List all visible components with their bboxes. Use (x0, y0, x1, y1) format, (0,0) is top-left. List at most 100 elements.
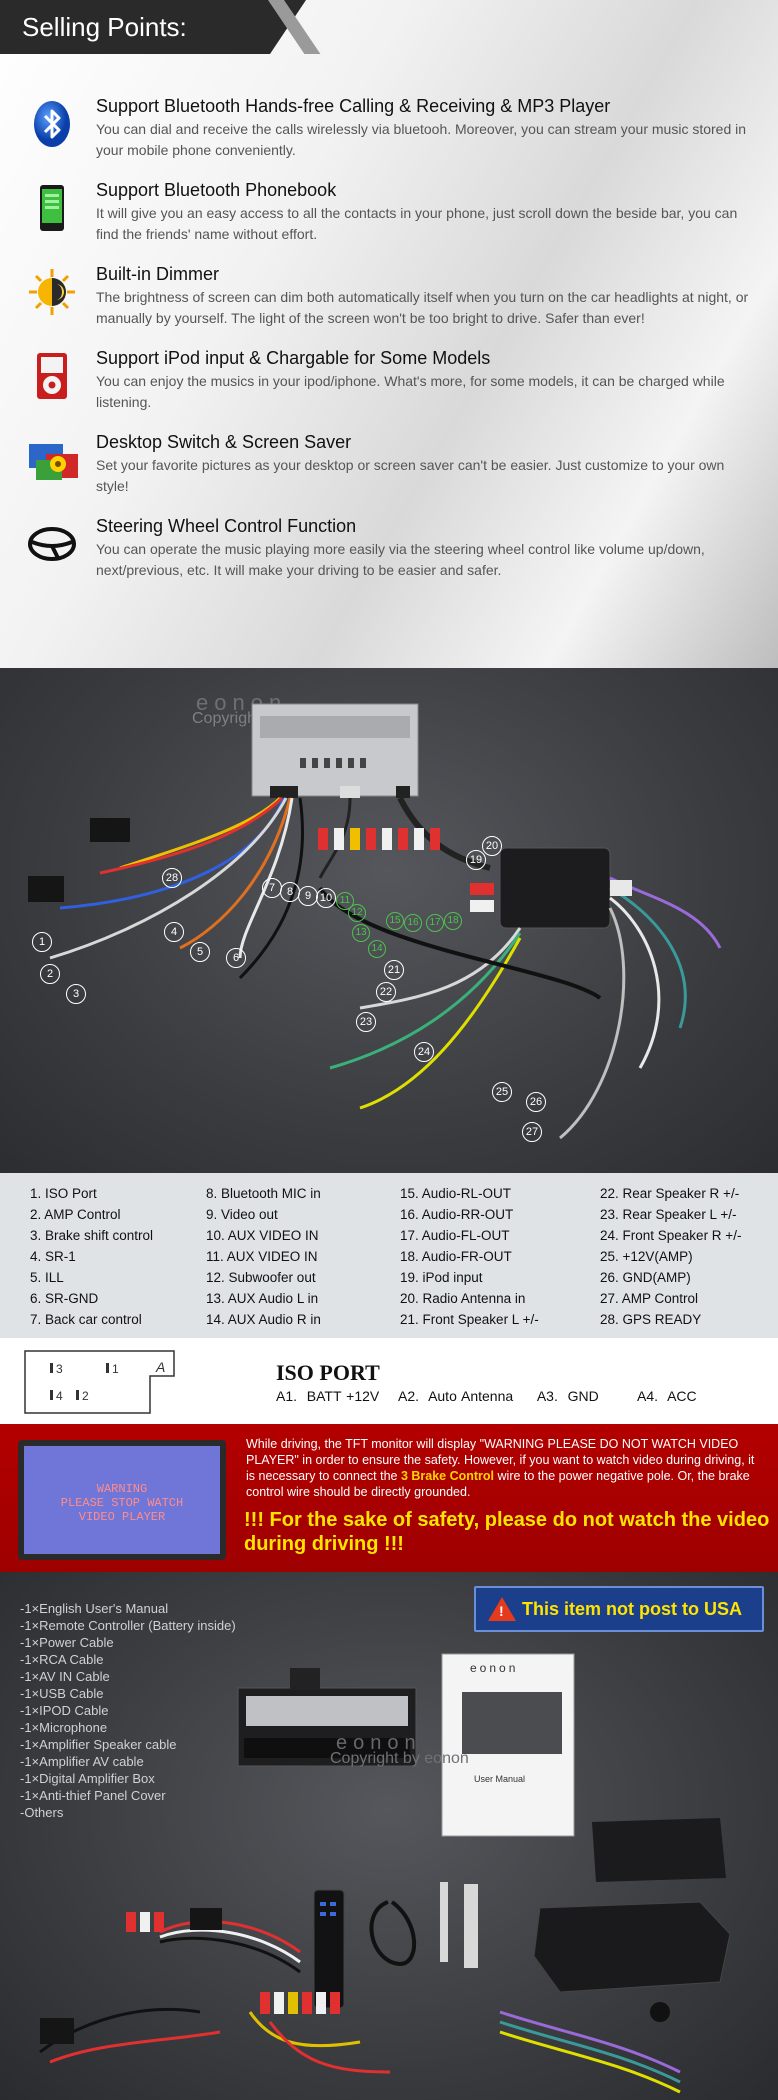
callout-number: 2 (40, 964, 60, 984)
callout-number: 18 (444, 912, 462, 930)
legend-item: 2. AMP Control (30, 1207, 121, 1222)
legend-column-2: 8. Bluetooth MIC in 9. Video out 10. AUX… (206, 1183, 321, 1330)
feature-desc: Set your favorite pictures as your deskt… (96, 457, 725, 494)
callout-number: 15 (386, 912, 404, 930)
feature-title: Support Bluetooth Hands-free Calling & R… (96, 96, 611, 116)
callout-number: 8 (280, 882, 300, 902)
callout-number: 1 (32, 932, 52, 952)
safety-warning: !!! For the sake of safety, please do no… (244, 1509, 770, 1555)
iso-connector-diagram: 3 1 A 4 2 (24, 1350, 175, 1414)
feature-desc: The brightness of screen can dim both au… (96, 289, 749, 326)
feature-item: Desktop Switch & Screen Saver Set your f… (22, 432, 752, 497)
legend-item: 8. Bluetooth MIC in (206, 1186, 321, 1201)
package-list: -1×English User's Manual -1×Remote Contr… (20, 1600, 236, 1821)
shipping-notice-badge: This item not post to USA (474, 1586, 764, 1632)
steering-wheel-icon (28, 527, 76, 561)
feature-item: Support iPod input & Chargable for Some … (22, 348, 752, 413)
callout-number: 23 (356, 1012, 376, 1032)
legend-item: 26. GND(AMP) (600, 1270, 691, 1285)
callout-number: 13 (352, 924, 370, 942)
brand-watermark: eonon (336, 1732, 422, 1754)
iso-port-pins: A1. BATT +12V A2. Auto Antenna A3. GND A… (276, 1388, 697, 1404)
feature-title: Support Bluetooth Phonebook (96, 180, 337, 200)
package-item: -1×Amplifier Speaker cable (20, 1737, 177, 1752)
warning-triangle-icon (488, 1597, 516, 1621)
callout-number: 4 (164, 922, 184, 942)
legend-item: 24. Front Speaker R +/- (600, 1228, 742, 1243)
screen-warning-line: WARNING (96, 1482, 148, 1496)
package-contents-section: -1×English User's Manual -1×Remote Contr… (0, 1572, 778, 2100)
feature-desc: It will give you an easy access to all t… (96, 205, 738, 242)
monitor-screen: WARNING PLEASE STOP WATCH VIDEO PLAYER (24, 1446, 220, 1554)
screen-warning-line: VIDEO PLAYER (78, 1510, 166, 1524)
iso-pin-label: 4 (56, 1389, 63, 1403)
package-item: -1×AV IN Cable (20, 1669, 110, 1684)
package-item: -1×Remote Controller (Battery inside) (20, 1618, 236, 1633)
legend-item: 27. AMP Control (600, 1291, 699, 1306)
legend-column-4: 22. Rear Speaker R +/- 23. Rear Speaker … (600, 1183, 741, 1330)
feature-title: Support iPod input & Chargable for Some … (96, 348, 491, 368)
legend-item: 9. Video out (206, 1207, 278, 1222)
callout-number: 22 (376, 982, 396, 1002)
package-item: -1×Digital Amplifier Box (20, 1771, 155, 1786)
selling-points-section: Selling Points: Support Bluetooth Hands-… (0, 0, 778, 668)
monitor-warning-image: WARNING PLEASE STOP WATCH VIDEO PLAYER (18, 1440, 226, 1560)
legend-item: 11. AUX VIDEO IN (206, 1249, 318, 1264)
callout-number: 7 (262, 878, 282, 898)
package-item: -1×IPOD Cable (20, 1703, 109, 1718)
legend-column-3: 15. Audio-RL-OUT 16. Audio-RR-OUT 17. Au… (400, 1183, 539, 1330)
callout-number: 12 (348, 904, 366, 922)
callout-number: 11 (336, 892, 354, 910)
iso-pin-label: 3 (56, 1362, 63, 1376)
callout-number: 5 (190, 942, 210, 962)
selling-points-title: Selling Points: (0, 0, 306, 54)
legend-item: 1. ISO Port (30, 1186, 97, 1201)
iso-port-title: ISO PORT (276, 1360, 380, 1385)
warning-description: While driving, the TFT monitor will disp… (246, 1437, 755, 1499)
iso-pin-label: 2 (82, 1389, 89, 1403)
legend-item: 13. AUX Audio L in (206, 1291, 319, 1306)
legend-item: 7. Back car control (30, 1312, 142, 1327)
package-item: -1×Amplifier AV cable (20, 1754, 144, 1769)
callout-number: 6 (226, 948, 246, 968)
callout-number: 25 (492, 1082, 512, 1102)
legend-item: 28. GPS READY (600, 1312, 702, 1327)
legend-item: 21. Front Speaker L +/- (400, 1312, 539, 1327)
legend-column-1: 1. ISO Port 2. AMP Control 3. Brake shif… (30, 1183, 153, 1330)
feature-desc: You can operate the music playing more e… (96, 541, 705, 578)
legend-item: 4. SR-1 (30, 1249, 76, 1264)
warning-section: WARNING PLEASE STOP WATCH VIDEO PLAYER W… (0, 1424, 778, 1572)
screen-warning-line: PLEASE STOP WATCH (60, 1496, 184, 1510)
feature-desc: You can enjoy the musics in your ipod/ip… (96, 373, 725, 410)
dimmer-icon (29, 269, 75, 315)
legend-item: 3. Brake shift control (30, 1228, 154, 1243)
legend-item: 19. iPod input (400, 1270, 483, 1285)
iso-pin-label: 1 (112, 1362, 119, 1376)
legend-item: 17. Audio-FL-OUT (400, 1228, 510, 1243)
legend-item: 6. SR-GND (30, 1291, 99, 1306)
wiring-harness-illustration (28, 703, 722, 1140)
legend-item: 16. Audio-RR-OUT (400, 1207, 514, 1222)
package-item: -1×RCA Cable (20, 1652, 104, 1667)
desktop-icon (29, 444, 78, 480)
ipod-icon (37, 353, 67, 399)
feature-title: Desktop Switch & Screen Saver (96, 432, 352, 452)
legend-item: 15. Audio-RL-OUT (400, 1186, 512, 1201)
package-item: -1×USB Cable (20, 1686, 104, 1701)
package-item: -1×Anti-thief Panel Cover (20, 1788, 166, 1803)
iso-pin-label: A (155, 1359, 165, 1375)
callout-number: 10 (316, 888, 336, 908)
feature-title: Steering Wheel Control Function (96, 516, 357, 536)
manual-label: User Manual (474, 1774, 525, 1784)
brake-control-highlight: 3 Brake Control (400, 1469, 495, 1483)
shipping-notice-text: This item not post to USA (522, 1599, 742, 1619)
callout-number: 3 (66, 984, 86, 1004)
legend-item: 14. AUX Audio R in (206, 1312, 321, 1327)
legend-item: 10. AUX VIDEO IN (206, 1228, 319, 1243)
iso-port-section: 3 1 A 4 2 ISO PORT A1. BATT +12V A2. Aut… (0, 1338, 778, 1424)
package-item: -Others (20, 1805, 64, 1820)
package-item: -1×Microphone (20, 1720, 108, 1735)
callout-number: 27 (522, 1122, 542, 1142)
legend-item: 5. ILL (30, 1270, 64, 1285)
bluetooth-icon (34, 101, 70, 147)
